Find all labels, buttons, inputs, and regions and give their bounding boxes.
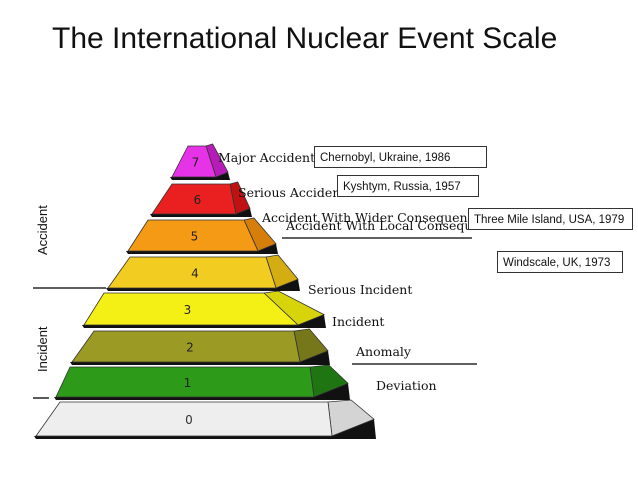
level-number: 6: [194, 193, 202, 207]
level-number: 4: [191, 267, 199, 281]
level-label: Accident With Local Consequences: [285, 218, 509, 233]
level-label: Anomaly: [355, 344, 412, 359]
pyramid-level-6: 6: [150, 181, 252, 217]
level-front-face: [71, 330, 301, 363]
level-label: Serious Accident: [238, 185, 345, 200]
level-label: Serious Incident: [308, 282, 412, 297]
level-number: 0: [185, 413, 193, 427]
pyramid-level-4: 4: [106, 254, 300, 291]
level-number: 5: [191, 230, 199, 244]
level-front-face: [35, 401, 333, 437]
level-front-face: [55, 366, 315, 398]
level-front-face: [83, 292, 300, 326]
level-front-face: [107, 256, 277, 289]
level-front-face: [151, 183, 237, 215]
pyramid-level-1: 1: [54, 364, 350, 400]
level-number: 3: [184, 303, 192, 317]
pyramid-levels: 0 1 2 3 4 5 6 7: [34, 143, 376, 439]
level-number: 7: [192, 156, 200, 170]
level-front-face: [127, 219, 259, 252]
level-label: Deviation: [376, 378, 437, 393]
event-box-chernobyl: Chernobyl, Ukraine, 1986: [314, 146, 487, 168]
pyramid-level-3: 3: [82, 290, 326, 328]
pyramid-level-7: 7: [170, 143, 230, 180]
side-label-incident: Incident: [35, 326, 50, 372]
level-number: 1: [184, 376, 192, 390]
pyramid-level-0: 0: [34, 399, 376, 439]
scale-dividers: [33, 287, 106, 399]
level-labels: Deviation Anomaly Incident Serious Incident…: [218, 150, 509, 393]
label-leader-lines: [282, 237, 477, 365]
level-label: Incident: [332, 314, 384, 329]
event-box-windscale: Windscale, UK, 1973: [497, 251, 623, 273]
event-box-three-mile-island: Three Mile Island, USA, 1979: [468, 208, 633, 230]
level-number: 2: [186, 341, 194, 355]
event-box-kyshtym: Kyshtym, Russia, 1957: [337, 175, 479, 197]
side-label-accident: Accident: [35, 205, 50, 255]
pyramid-level-2: 2: [70, 328, 330, 365]
pyramid-level-5: 5: [126, 217, 278, 254]
level-front-face: [171, 145, 217, 178]
level-label: Major Accident: [218, 150, 315, 165]
level-label: Accident With Wider Consequences: [261, 210, 488, 225]
page-title: The International Nuclear Event Scale: [52, 22, 558, 55]
